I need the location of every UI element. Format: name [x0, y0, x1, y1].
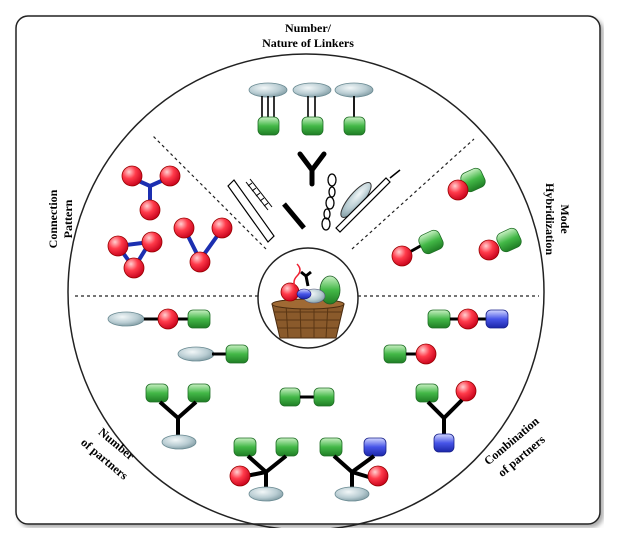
combo-green-red: [383, 343, 437, 365]
connection-chain: [173, 217, 233, 273]
combo-y-green-red-blue: [415, 380, 477, 453]
label-right-line1: Hybridization: [543, 183, 557, 255]
thick-linker-icon: [282, 202, 306, 230]
label-left-line1: Connection: [46, 189, 60, 248]
partners-y-three: [145, 383, 211, 450]
connection-triangle: [107, 231, 163, 279]
partners-dimer-green: [279, 387, 335, 407]
diagram-svg: Number/ Nature of Linkers: [15, 15, 601, 531]
label-top-line1: Number/: [285, 21, 332, 35]
linker-count-double: [292, 82, 332, 136]
label-right-line2: Mode: [558, 204, 572, 234]
hybrid-fused-1: [447, 167, 486, 201]
combo-green-red-blue: [427, 308, 509, 330]
label-top-line2: Nature of Linkers: [262, 36, 354, 50]
rod-icon: [227, 179, 275, 243]
linker-count-triple: [248, 82, 288, 136]
section-dividers: [75, 134, 539, 297]
chain-icon: [321, 173, 337, 231]
linker-count-single: [334, 82, 374, 136]
label-left-line2: Pattern: [61, 199, 75, 238]
basket-icon: [271, 263, 345, 339]
ladder-icon: [245, 178, 273, 211]
combo-y-blue-green-red: [319, 437, 389, 502]
partners-two-ellipse: [177, 344, 249, 364]
partners-y-four: [229, 437, 299, 502]
connection-star: [121, 165, 181, 221]
partners-three-linear: [107, 308, 211, 330]
diagram-frame: Number/ Nature of Linkers: [14, 14, 604, 531]
hybrid-linked: [391, 229, 444, 267]
hybrid-fused-2: [478, 227, 522, 261]
needle-icon: [335, 169, 401, 233]
antibody-icon: [297, 151, 327, 187]
